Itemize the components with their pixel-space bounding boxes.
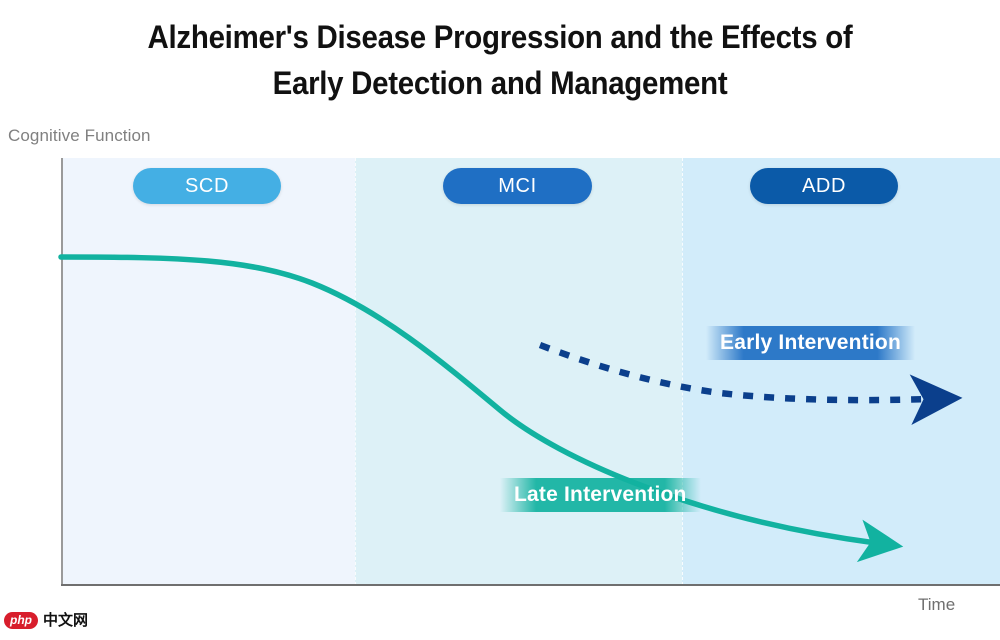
stage-badge-add: ADD — [750, 168, 898, 204]
page-title: Alzheimer's Disease Progression and the … — [40, 14, 960, 106]
stage-badge-scd: SCD — [133, 168, 281, 204]
y-axis-label: Cognitive Function — [8, 126, 151, 145]
annotation-late-intervention: Late Intervention — [500, 478, 701, 512]
stage-badge-mci: MCI — [443, 168, 592, 204]
stage-badge-add-label: ADD — [801, 174, 847, 197]
x-axis-line — [61, 584, 1000, 586]
x-axis-label: Time — [918, 595, 956, 614]
stage-zone-scd — [61, 158, 355, 585]
page-title-line-2: Early Detection and Management — [272, 65, 728, 101]
watermark: php 中文网 — [4, 612, 88, 629]
zone-divider-scd-mci — [355, 158, 356, 585]
stage-zone-mci — [355, 158, 682, 585]
y-axis-line — [61, 158, 63, 585]
stage-badge-mci-label: MCI — [498, 174, 537, 197]
chart-plot-area — [61, 158, 1000, 585]
watermark-text: 中文网 — [43, 611, 89, 629]
annotation-early-intervention: Early Intervention — [706, 326, 915, 360]
zone-divider-mci-add — [682, 158, 683, 585]
page-title-line-1: Alzheimer's Disease Progression and the … — [147, 19, 853, 55]
watermark-badge: php — [4, 612, 38, 629]
stage-badge-scd-label: SCD — [184, 174, 230, 197]
stage-zone-add — [682, 158, 1000, 585]
